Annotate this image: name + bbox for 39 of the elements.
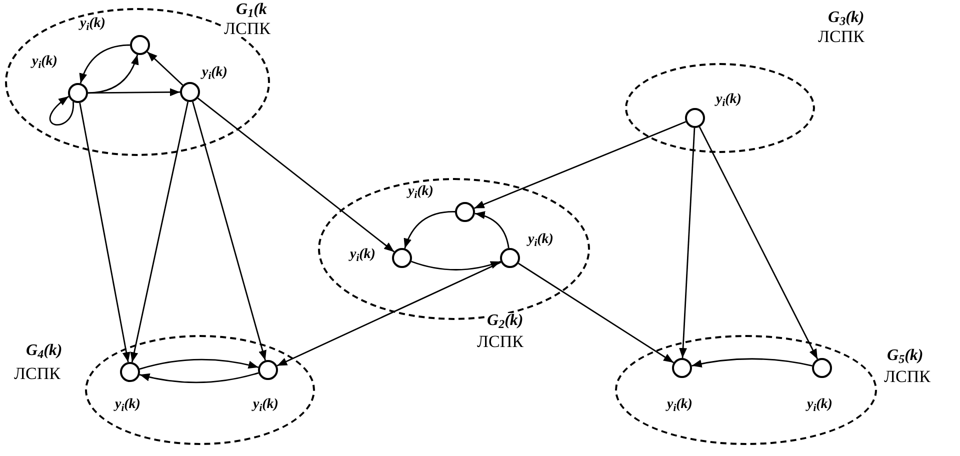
group-label: G$_{2}$(k) (487, 313, 524, 329)
variable-label: y$_{i}$(k) (253, 398, 278, 412)
arrow (139, 358, 259, 370)
variable-label: y$_{i}$(k) (202, 66, 228, 80)
arrow (88, 88, 180, 96)
arrow (692, 358, 812, 368)
arrow (130, 102, 189, 362)
variable-label: y$_{i}$(k) (350, 248, 376, 262)
arrow (80, 44, 130, 84)
variable-label: y$_{i}$(k) (115, 398, 140, 412)
arrow (79, 102, 130, 362)
arrow (146, 51, 184, 86)
group-label: G$_{3}$(k) (828, 10, 864, 26)
variable-label: y$_{i}$(k) (80, 17, 106, 31)
arrow (679, 128, 696, 358)
variable-label: y$_{i}$(k) (528, 233, 554, 247)
arrow (50, 96, 74, 126)
group-caption: ЛСПК (818, 28, 864, 45)
arrow (698, 126, 818, 360)
group-caption: ЛСПК (477, 333, 524, 350)
arrow (518, 262, 674, 364)
variable-label: y$_{i}$(k) (667, 398, 692, 412)
group-caption: ЛСПК (884, 368, 930, 385)
variable-label: y$_{i}$(k) (408, 185, 434, 199)
arrow (404, 211, 456, 249)
group-label: G$_{4}$(k) (26, 343, 62, 359)
arrow (474, 121, 686, 209)
arrow (139, 372, 259, 384)
variable-label: y$_{i}$(k) (716, 93, 742, 107)
arrow (411, 260, 501, 270)
arrow (197, 98, 395, 252)
arrow (474, 212, 510, 248)
group-caption: ЛСПК (224, 20, 270, 37)
group-label: G$_{1}$(k (236, 2, 267, 18)
arrow (192, 101, 266, 361)
group-label: G$_{5}$(k) (887, 348, 924, 364)
group-caption: ЛСПК (14, 365, 60, 382)
variable-label: y$_{i}$(k) (807, 398, 832, 412)
variable-label: y$_{i}$(k) (32, 55, 58, 69)
